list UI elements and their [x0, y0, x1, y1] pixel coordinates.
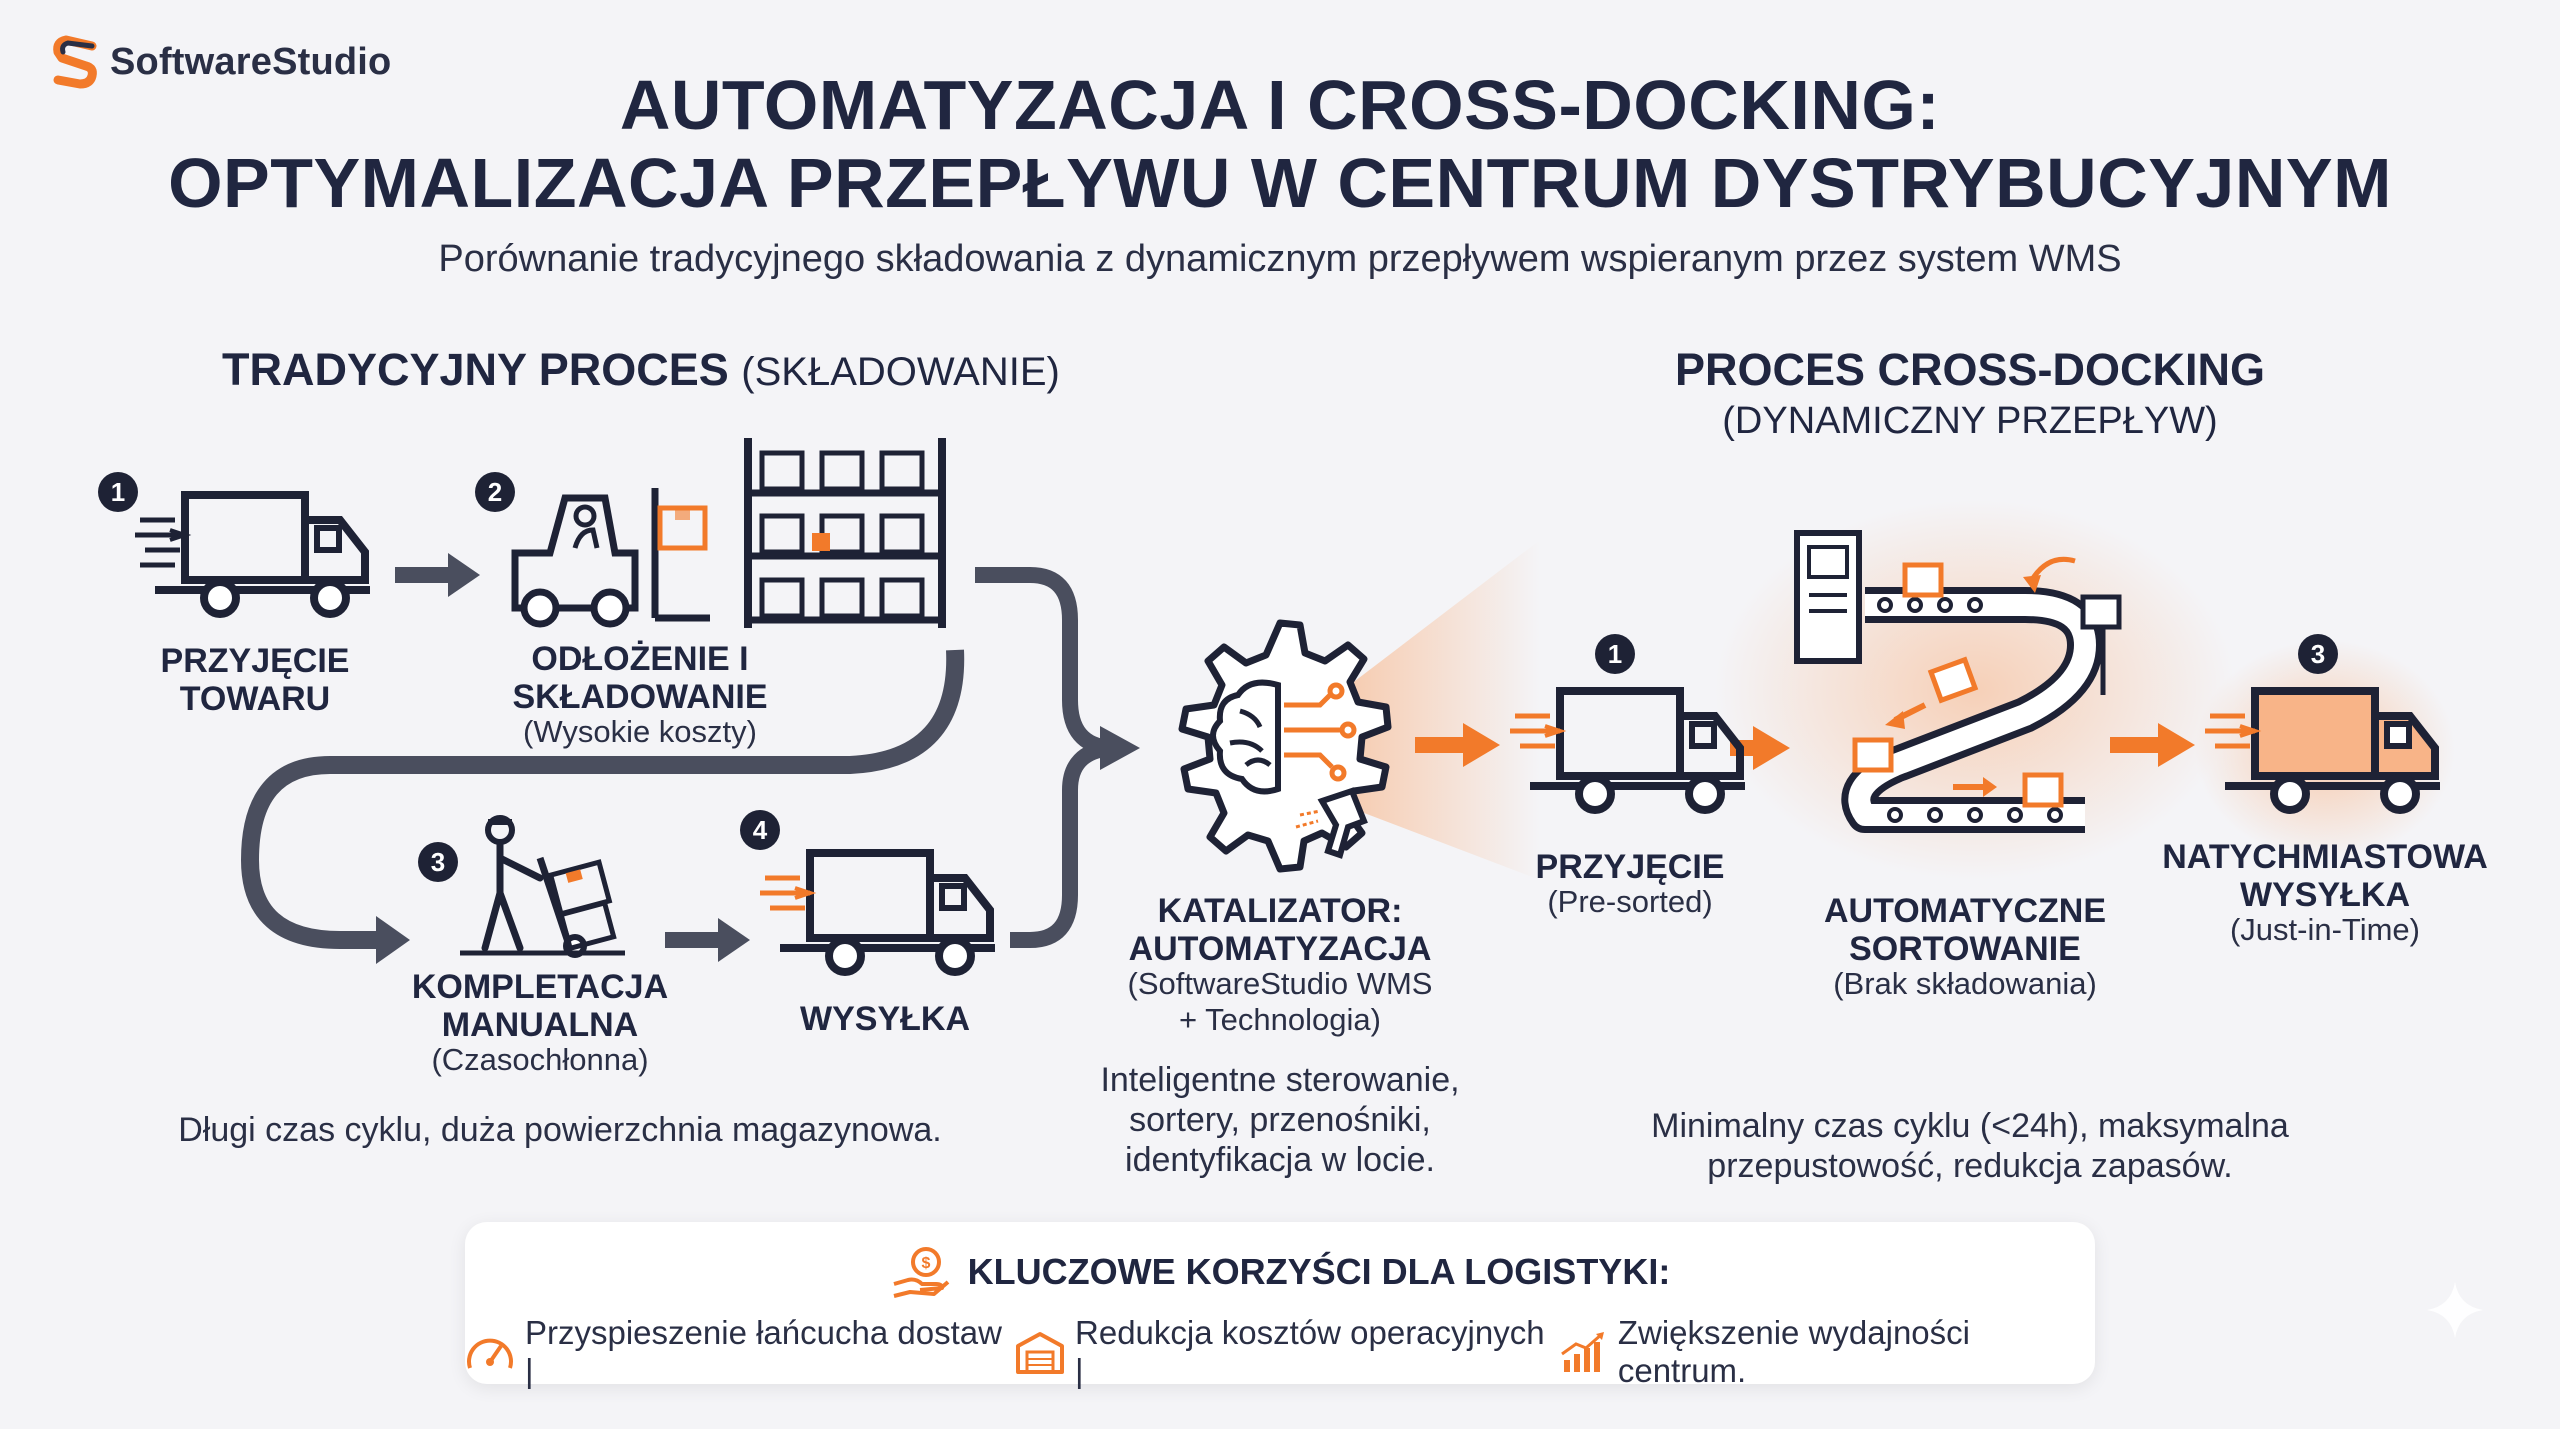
- step2-note: (Wysokie koszty): [523, 714, 757, 749]
- cd-step2-label-line2: SORTOWANIE: [1849, 930, 2081, 968]
- step2-label-line1: ODŁOŻENIE I: [531, 640, 749, 678]
- step-badge-3: 3: [418, 842, 458, 882]
- warehouse-shelves-icon: [744, 438, 946, 628]
- cd-step-badge-3: 3: [2298, 634, 2338, 674]
- step-badge-1: 1: [98, 472, 138, 512]
- traditional-summary: Długi czas cyklu, duża powierzchnia maga…: [178, 1111, 942, 1149]
- svg-text:$: $: [921, 1255, 930, 1272]
- shipping-truck-orange-icon: [2205, 687, 2440, 814]
- brand-name: SoftwareStudio: [110, 40, 392, 83]
- growth-chart-icon: [1560, 1332, 1604, 1372]
- step1-label: PRZYJĘCIE TOWARU: [100, 642, 410, 718]
- softwarestudio-logo-icon: [53, 35, 97, 89]
- cd-step3-note: (Just-in-Time): [2229, 912, 2420, 947]
- benefit-item: Redukcja kosztów operacyjnych |: [1015, 1314, 1550, 1390]
- benefit-item: Przyspieszenie łańcucha dostaw |: [465, 1314, 1007, 1390]
- benefits-row: Przyspieszenie łańcucha dostaw | Redukcj…: [465, 1314, 2095, 1390]
- traditional-heading-light: (SKŁADOWANIE): [741, 350, 1060, 394]
- receiving-truck-icon: [1510, 687, 1745, 814]
- forklift-icon: [511, 488, 710, 628]
- benefit-text: Przyspieszenie łańcucha dostaw |: [525, 1314, 1002, 1389]
- catalyst-desc-line3: identyfikacja w locie.: [1125, 1141, 1435, 1179]
- truck-icon: [135, 491, 370, 618]
- arrow-storage-to-picking: [240, 649, 965, 949]
- traditional-heading: TRADYCYJNY PROCES (SKŁADOWANIE): [222, 344, 1060, 396]
- step2-label: ODŁOŻENIE I SKŁADOWANIE: [470, 640, 810, 716]
- step2-label-line2: SKŁADOWANIE: [512, 678, 768, 716]
- speedometer-icon: [467, 1338, 513, 1369]
- warehouse-icon: [1016, 1332, 1065, 1374]
- crossdock-summary: Minimalny czas cyklu (<24h), maksymalna …: [1560, 1106, 2380, 1186]
- traditional-heading-bold: TRADYCYJNY PROCES: [222, 344, 729, 395]
- step1-label-line2: TOWARU: [179, 680, 331, 718]
- cd-step2-label: AUTOMATYCZNE SORTOWANIE: [1790, 892, 2140, 968]
- step3-label: KOMPLETACJA MANUALNA: [385, 968, 695, 1044]
- sparkle-icon: [2427, 1282, 2483, 1338]
- title-line-2: OPTYMALIZACJA PRZEPŁYWU W CENTRUM DYSTRY…: [168, 144, 2392, 222]
- crossdock-summary-line1: Minimalny czas cyklu (<24h), maksymalna: [1651, 1107, 2289, 1145]
- page-title: AUTOMATYZACJA I CROSS-DOCKING: OPTYMALIZ…: [0, 66, 2560, 222]
- catalyst-note-line1: (SoftwareStudio WMS: [1127, 966, 1433, 1001]
- cd-step3-label-line2: WYSYŁKA: [2240, 876, 2410, 914]
- step1-label-line1: PRZYJĘCIE: [160, 642, 350, 680]
- catalyst-note-line2: + Technologia): [1179, 1002, 1381, 1037]
- cd-step3-label-line1: NATYCHMIASTOWA: [2162, 838, 2488, 876]
- worker-dolly-icon: [460, 815, 625, 958]
- benefits-title: $ KLUCZOWE KORZYŚCI DLA LOGISTYKI:: [465, 1246, 2095, 1298]
- step-badge-2: 2: [475, 472, 515, 512]
- step-badge-4: 4: [740, 810, 780, 850]
- brand-logo: SoftwareStudio: [52, 35, 392, 89]
- cd-step-badge-1: 1: [1595, 634, 1635, 674]
- shipping-truck-icon: [760, 849, 995, 976]
- benefits-title-text: KLUCZOWE KORZYŚCI DLA LOGISTYKI:: [967, 1251, 1671, 1292]
- cd-step3-label: NATYCHMIASTOWA WYSYŁKA: [2160, 838, 2490, 914]
- catalyst-desc-line2: sortery, przenośniki,: [1129, 1101, 1431, 1139]
- step3-note: (Czasochłonna): [431, 1042, 649, 1077]
- cd-step2-note: (Brak składowania): [1833, 966, 2097, 1001]
- crossdock-heading: PROCES CROSS-DOCKING: [1674, 344, 2266, 395]
- crossdock-summary-line2: przepustowość, redukcja zapasów.: [1707, 1147, 2233, 1185]
- step4-label: WYSYŁKA: [800, 1000, 970, 1038]
- step3-label-line2: MANUALNA: [441, 1006, 639, 1044]
- catalyst-description: Inteligentne sterowanie, sortery, przeno…: [1060, 1060, 1500, 1180]
- sorting-conveyor-icon: [1794, 530, 2122, 833]
- cd-step2-label-line1: AUTOMATYCZNE: [1823, 892, 2107, 930]
- cd-step1-label: PRZYJĘCIE: [1535, 848, 1725, 886]
- benefits-panel: $ KLUCZOWE KORZYŚCI DLA LOGISTYKI: Przys…: [465, 1222, 2095, 1389]
- catalyst-label: KATALIZATOR: AUTOMATYZACJA: [1090, 892, 1470, 968]
- arrow-into-catalyst-top: [975, 567, 1112, 756]
- glow-beam: [1330, 540, 1540, 880]
- benefit-item: Zwiększenie wydajności centrum.: [1558, 1314, 2095, 1390]
- catalyst-label-line2: AUTOMATYZACJA: [1128, 930, 1432, 968]
- step3-label-line1: KOMPLETACJA: [411, 968, 669, 1006]
- page-subtitle: Porównanie tradycyjnego składowania z dy…: [438, 238, 2122, 280]
- catalyst-label-line1: KATALIZATOR:: [1157, 892, 1403, 930]
- crossdock-heading-sub: (DYNAMICZNY PRZEPŁYW): [1722, 400, 2218, 442]
- gear-brain-automation-icon: [1178, 619, 1392, 873]
- hand-coin-icon: $: [893, 1247, 949, 1298]
- benefit-text: Redukcja kosztów operacyjnych |: [1075, 1314, 1545, 1389]
- title-line-1: AUTOMATYZACJA I CROSS-DOCKING:: [619, 66, 1941, 144]
- arrow-into-catalyst-bottom: [1010, 740, 1112, 948]
- catalyst-note: (SoftwareStudio WMS + Technologia): [1090, 966, 1470, 1038]
- catalyst-desc-line1: Inteligentne sterowanie,: [1100, 1061, 1460, 1099]
- cd-step1-note: (Pre-sorted): [1547, 884, 1713, 919]
- benefit-text: Zwiększenie wydajności centrum.: [1617, 1314, 1970, 1389]
